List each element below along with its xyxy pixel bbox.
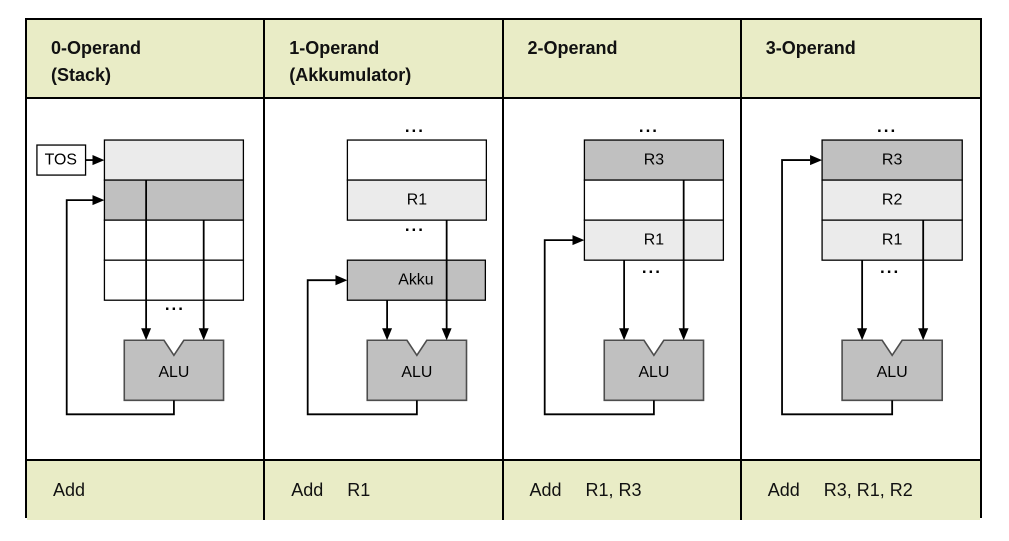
register-cell-r2 [821,179,963,221]
instruction-1-operand: Add R1 [265,459,504,521]
instruction-args: R3, R1, R2 [823,480,913,501]
header-1-operand: 1-Operand (Akkumulator) [265,20,504,99]
diagram-cell-stack: TOS ... ALU [27,99,266,460]
akkumulator-architecture-diagram: ... R1 ... Akku ALU [307,117,488,416]
stack-register-file [103,139,245,301]
header-line2: (Akkumulator) [289,65,412,85]
register-cell-r3 [821,139,963,181]
feedback-path [65,199,175,416]
feedback-arrowhead-icon [571,235,584,246]
tos-box [36,144,87,176]
header-line1: 1-Operand [289,38,380,58]
instruction-3-operand: Add R3, R1, R2 [741,459,980,521]
register-cell-r1 [821,219,963,261]
register-cell-r3 [583,139,724,181]
instruction-0-operand: Add [27,459,266,521]
instruction-op: Add [529,480,562,501]
register-file [821,139,963,261]
alu-box [602,339,704,402]
instruction-args: R1, R3 [585,480,642,501]
register-label-r2: R2 [882,192,903,209]
down-arrowhead-icon [141,328,152,341]
alu-box [123,339,225,402]
down-arrowhead-icon [618,328,629,341]
down-arrowhead-icon [917,328,928,341]
alu-box [841,339,943,402]
down-arrowhead-icon [441,328,452,341]
stack-architecture-diagram: TOS ... ALU [36,139,245,416]
register-label-r3: R3 [643,152,663,169]
register-cell-blank [346,139,488,181]
down-arrowhead-icon [678,328,689,341]
stack-cell-third [103,219,245,261]
header-3-operand: 3-Operand [741,20,980,99]
down-arrowhead-icon [382,328,393,341]
akku-box [346,259,487,301]
tos-arrowhead-icon [92,155,105,166]
register-cell-blank [583,179,724,221]
header-line1: 2-Operand [527,38,618,58]
alu-label: ALU [158,364,189,381]
ellipsis-below-stack: ... [165,295,185,314]
down-arrowhead-icon [198,328,209,341]
register-label-r3: R3 [882,152,903,169]
ellipsis-above-registers: ... [877,117,897,136]
instruction-op: Add [767,480,800,501]
register-cell-r1 [346,179,488,221]
register-label-r1: R1 [882,232,903,249]
feedback-path [543,239,655,416]
register-label-r1: R1 [407,192,427,209]
ellipsis-below-registers: ... [641,258,661,277]
feedback-arrowhead-icon [809,155,822,166]
two-operand-architecture-diagram: ... R3 R1 ... ALU [543,117,724,416]
stack-cell-fourth [103,259,245,301]
feedback-path [307,279,419,416]
feedback-arrowhead-icon [335,275,348,286]
alu-box [366,339,468,402]
register-cell-r1 [583,219,724,261]
feedback-path [780,159,893,416]
header-line1: 0-Operand [51,38,142,58]
diagram-cell-three-operand: ... R3 R2 R1 ... ALU [741,99,980,460]
alu-label: ALU [876,364,907,381]
alu-label: ALU [638,364,669,381]
instruction-args: R1 [347,480,371,501]
feedback-arrowhead-icon [92,195,105,206]
ellipsis-below-registers: ... [880,258,900,277]
ellipsis-below-registers: ... [405,216,425,235]
header-line2: (Stack) [51,65,112,85]
ellipsis-above-registers: ... [638,117,658,136]
down-arrowhead-icon [856,328,867,341]
diagram-cell-two-operand: ... R3 R1 ... ALU [503,99,742,460]
three-operand-architecture-diagram: ... R3 R2 R1 ... ALU [780,117,963,416]
register-file [346,139,488,221]
diagram-cell-akkumulator: ... R1 ... Akku ALU [265,99,504,460]
header-line1: 3-Operand [765,38,856,58]
instruction-op: Add [291,480,324,501]
header-0-operand: 0-Operand (Stack) [27,20,266,99]
stack-cell-top [103,139,245,181]
operand-architectures-table: 0-Operand (Stack) 1-Operand (Akkumulator… [25,18,982,521]
instruction-op: Add [53,480,86,501]
akku-label: Akku [398,272,433,289]
register-label-r1: R1 [643,232,663,249]
register-file [583,139,724,261]
ellipsis-above-registers: ... [405,117,425,136]
header-2-operand: 2-Operand [503,20,742,99]
instruction-2-operand: Add R1, R3 [503,459,742,521]
tos-label: TOS [45,152,77,169]
stack-cell-second [103,179,245,221]
alu-label: ALU [402,364,433,381]
